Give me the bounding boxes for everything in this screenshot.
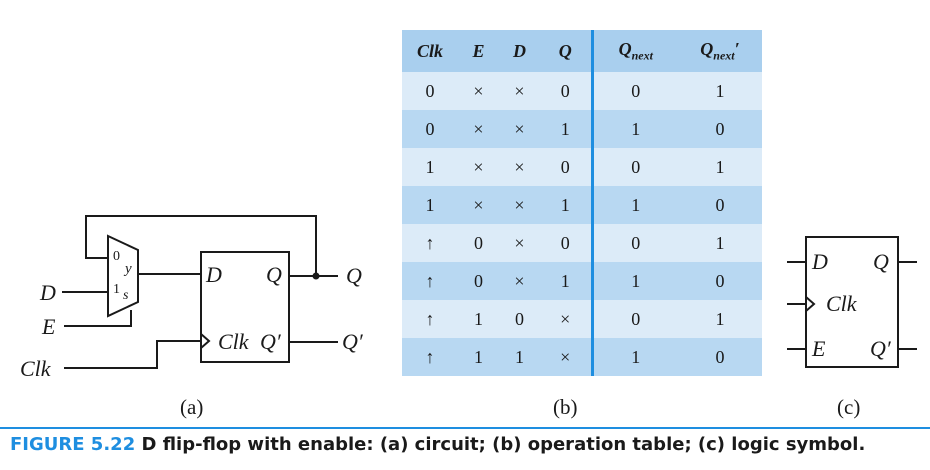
table-cell: 1 [402,186,458,224]
table-cell: 1 [592,110,678,148]
table-cell: × [458,110,499,148]
table-cell: 0 [592,148,678,186]
output-qbar-label: Q′ [342,329,363,354]
table-cell: 1 [678,148,762,186]
mux-select-label: s [123,288,129,303]
input-d-label: D [40,280,56,305]
table-cell: 1 [592,262,678,300]
output-q-label: Q [346,263,362,288]
table-cell: 1 [499,338,540,376]
table-cell: × [499,262,540,300]
caption-text: D flip-flop with enable: (a) circuit; (b… [141,434,866,455]
table-cell: × [499,186,540,224]
table-cell: × [499,72,540,110]
figure-caption: FIGURE 5.22 D flip-flop with enable: (a)… [10,434,925,455]
table-cell: 0 [678,186,762,224]
header-q-next: Qnext [592,30,678,72]
header-d: D [499,30,540,72]
input-clk-label: Clk [20,356,51,381]
table-cell: × [540,300,594,338]
mux-output-label: y [125,261,132,277]
mux-input-0-label: 0 [113,249,120,264]
header-clk: Clk [402,30,458,72]
caption-rule [0,427,930,429]
table-cell: × [458,148,499,186]
mux-input-1-label: 1 [113,282,120,297]
flip-flop-box [200,251,290,363]
table-cell: 1 [540,186,594,224]
table-cell: × [499,148,540,186]
table-cell: 1 [592,186,678,224]
feedback-wire [85,215,317,276]
table-cell: ↑ [402,262,458,300]
table-cell: 1 [592,338,678,376]
table-cell: 1 [540,110,594,148]
e-wire [64,310,132,327]
symbol-qbar-label: Q′ [870,336,891,361]
label-c: (c) [837,395,861,419]
table-cell: 0 [402,72,458,110]
table-cell: ↑ [402,338,458,376]
table-cell: 0 [540,148,594,186]
table-cell: 0 [592,300,678,338]
symbol-clock-triangle [805,296,816,312]
label-b: (b) [553,395,578,419]
table-cell: ↑ [402,300,458,338]
mux-shape [107,234,139,318]
header-q: Q [540,30,594,72]
table-cell: 0 [540,72,594,110]
table-cell: 0 [678,262,762,300]
table-cell: 1 [458,300,499,338]
table-cell: 0 [678,338,762,376]
table-cell: 0 [458,224,499,262]
ff-q-label: Q [266,262,282,287]
symbol-q-label: Q [873,249,889,274]
table-cell: 0 [592,224,678,262]
symbol-clk-label: Clk [826,291,857,316]
table-cell: 0 [458,262,499,300]
header-q-next-prime: Qnext′ [678,30,762,72]
table-header-row: Clk E D Q Qnext Qnext′ [402,30,762,72]
table-cell: 1 [678,300,762,338]
table-cell: 1 [678,72,762,110]
symbol-d-label: D [812,249,828,274]
table-cell: 0 [499,300,540,338]
ff-clk-label: Clk [218,329,249,354]
input-e-label: E [42,314,56,339]
header-e: E [458,30,499,72]
table-cell: 0 [540,224,594,262]
figure-number: FIGURE 5.22 [10,434,136,455]
ff-qbar-label: Q′ [260,329,281,354]
table-cell: 0 [678,110,762,148]
table-cell: × [499,110,540,148]
junction-dot [312,272,320,280]
table-cell: × [540,338,594,376]
symbol-e-label: E [812,336,826,361]
table-cell: 1 [458,338,499,376]
table-cell: × [458,186,499,224]
table-cell: 1 [540,262,594,300]
table-cell: 0 [592,72,678,110]
symbol-box [805,236,899,368]
table-cell: 1 [678,224,762,262]
clock-triangle [200,333,211,349]
clk-wire [64,340,201,369]
table-cell: ↑ [402,224,458,262]
table-cell: × [499,224,540,262]
table-cell: 0 [402,110,458,148]
table-cell: 1 [402,148,458,186]
table-cell: × [458,72,499,110]
ff-d-label: D [206,262,222,287]
label-a: (a) [180,395,204,419]
